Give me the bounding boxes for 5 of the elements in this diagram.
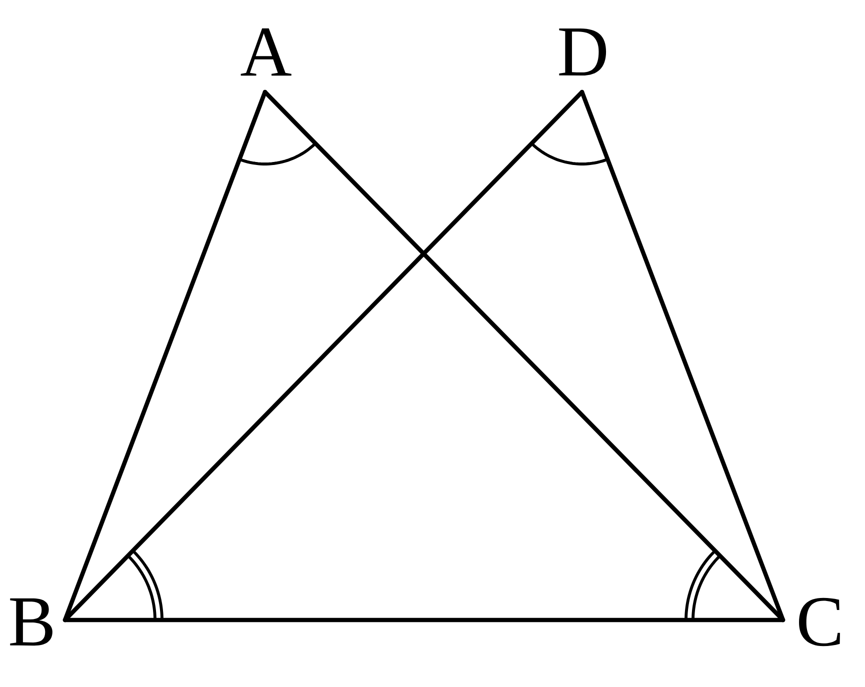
vertex-label: C <box>799 598 840 646</box>
vertex-label: B <box>10 598 52 646</box>
line-segment <box>62 618 786 622</box>
vertex-label: D <box>559 28 606 76</box>
vertex-label: A <box>240 28 292 76</box>
